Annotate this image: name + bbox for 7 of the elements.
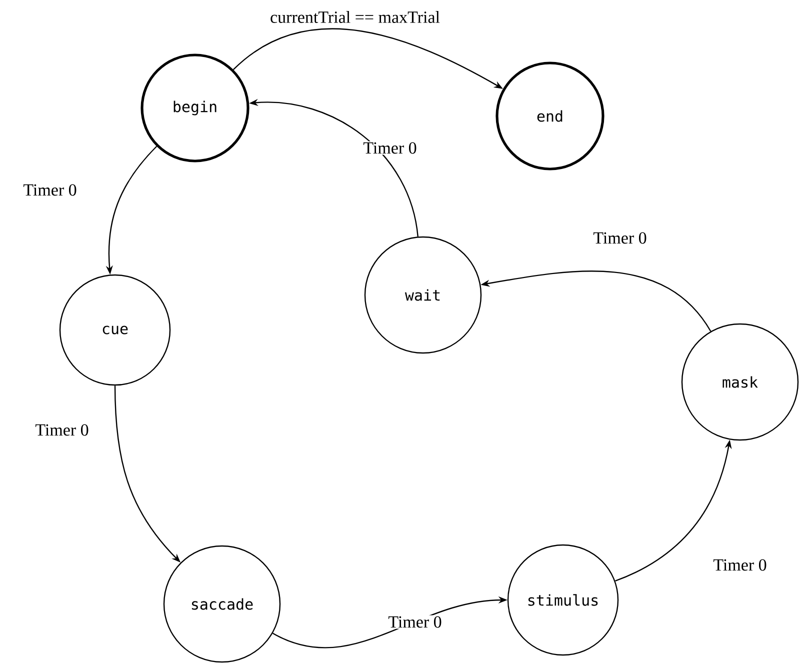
edge-label: currentTrial == maxTrial bbox=[269, 10, 441, 24]
edge-label: Timer 0 bbox=[592, 231, 648, 245]
edge-label: Timer 0 bbox=[712, 558, 768, 572]
edge-label: Timer 0 bbox=[34, 423, 90, 437]
edge-label: Timer 0 bbox=[387, 615, 443, 629]
edge-label: Timer 0 bbox=[362, 141, 418, 155]
edge-label: Timer 0 bbox=[22, 183, 78, 197]
